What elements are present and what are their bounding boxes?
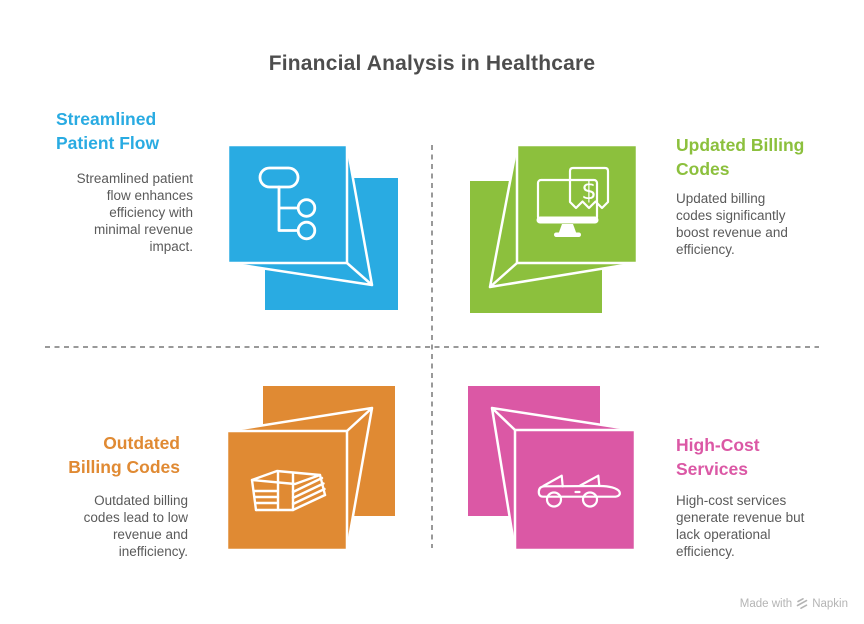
heading-updated-billing-codes: Updated Billing Codes: [676, 135, 805, 179]
cash-stack-icon: [250, 469, 327, 512]
billing-monitor-icon: $: [536, 166, 610, 237]
made-with-label: Made with: [739, 597, 793, 610]
page-title: Financial Analysis in Healthcare: [268, 52, 596, 75]
streamlined-patient-flow-cube: [226, 143, 398, 310]
napkin-brand-label: Napkin: [812, 597, 848, 610]
outdated-billing-codes-cube: [225, 386, 395, 552]
heading-outdated-billing-codes: Outdated Billing Codes: [68, 433, 180, 477]
body-streamlined-patient-flow: Streamlined patient flow enhances effici…: [76, 171, 193, 254]
heading-streamlined-patient-flow: Streamlined Patient Flow: [56, 109, 160, 153]
high-cost-services-cube: [468, 386, 637, 552]
vertical-divider-line: [430, 145, 433, 548]
dollar-sign-glyph: $: [581, 177, 596, 205]
body-outdated-billing-codes: Outdated billing codes lead to low reven…: [83, 493, 188, 559]
body-updated-billing-codes: Updated billing codes significantly boos…: [676, 191, 788, 257]
heading-high-cost-services: High-Cost Services: [676, 435, 760, 479]
updated-billing-codes-cube: $: [470, 143, 639, 313]
flowchart-icon: [258, 166, 317, 241]
made-with-napkin-watermark: Made with Napkin: [740, 597, 848, 610]
convertible-car-icon: [537, 474, 621, 508]
body-high-cost-services: High-cost services generate revenue but …: [676, 493, 805, 559]
receipt-icon: [568, 166, 610, 210]
napkin-logo-icon: [796, 598, 808, 609]
